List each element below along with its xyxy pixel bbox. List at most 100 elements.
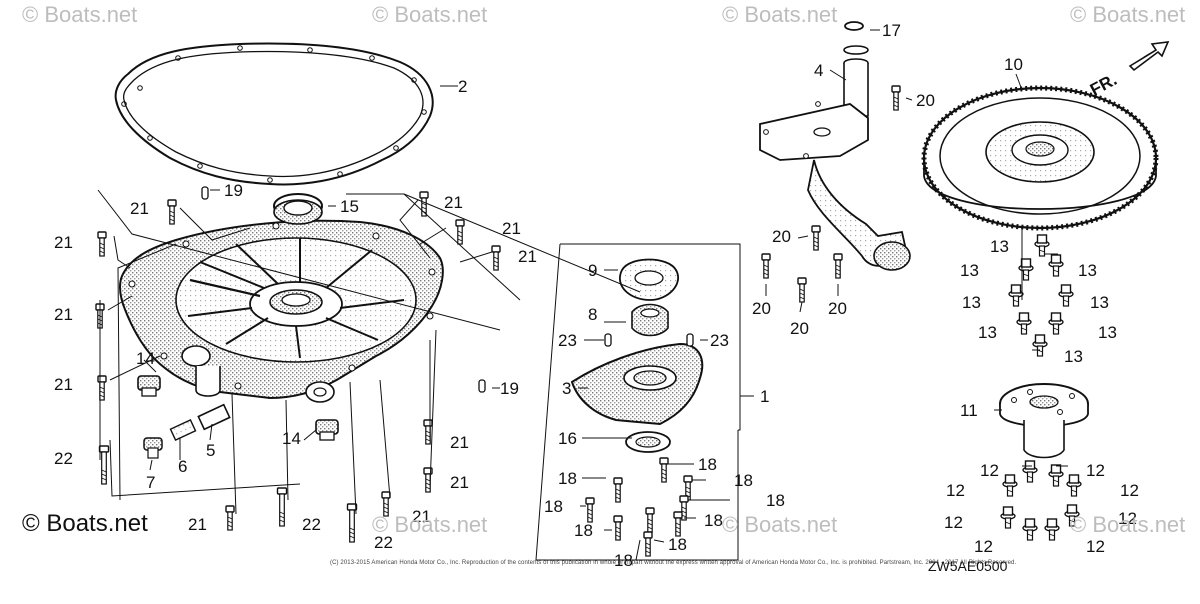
callout-20: 20 [772, 227, 791, 246]
callout-21: 21 [450, 473, 469, 492]
callout-18: 18 [668, 535, 687, 554]
dowel-pin-part [686, 333, 694, 347]
callout-12: 12 [1086, 537, 1105, 556]
flange-bolt-part [225, 505, 235, 531]
callout-18: 18 [614, 551, 633, 570]
drain-plug-part [137, 375, 161, 397]
callout-12: 12 [1086, 461, 1105, 480]
callout-9: 9 [588, 261, 597, 280]
drain-plug-part [315, 419, 339, 441]
callout-15: 15 [340, 197, 359, 216]
flange-bolt-part [613, 477, 623, 503]
flange-bolt-part [491, 245, 501, 271]
flange-bolt-part [455, 219, 465, 245]
plug-bolt-part [143, 437, 163, 459]
relief-valve-part [197, 403, 231, 431]
callout-12: 12 [946, 481, 965, 500]
callout-21: 21 [54, 305, 73, 324]
watermark: © Boats.net [1070, 512, 1186, 537]
callout-13: 13 [1064, 347, 1083, 366]
flange-bolt-part [97, 375, 107, 401]
callout-20: 20 [916, 91, 935, 110]
callout-21: 21 [450, 433, 469, 452]
callout-18: 18 [766, 491, 785, 510]
callout-22: 22 [302, 515, 321, 534]
callout-2: 2 [458, 77, 467, 96]
dowel-pin-part [478, 379, 486, 393]
callout-18: 18 [574, 521, 593, 540]
callout-19: 19 [500, 379, 519, 398]
callout-13: 13 [990, 237, 1009, 256]
watermark: © Boats.net [722, 2, 838, 27]
flange-bolt-part [1034, 234, 1050, 257]
callout-21: 21 [54, 233, 73, 252]
callout-12: 12 [980, 461, 999, 480]
callout-21: 21 [502, 219, 521, 238]
copyright-notice: (C) 2013-2015 American Honda Motor Co., … [330, 560, 1017, 566]
boats-net-logo-text: © Boats.net [22, 510, 148, 537]
callout-16: 16 [558, 429, 577, 448]
long-bolt-part [346, 503, 358, 543]
watermark: © Boats.net [372, 2, 488, 27]
callout-4: 4 [814, 61, 823, 80]
dowel-pin-part [201, 186, 209, 200]
callout-6: 6 [178, 457, 187, 476]
callout-18: 18 [698, 455, 717, 474]
callout-20: 20 [752, 299, 771, 318]
callout-21: 21 [130, 199, 149, 218]
flange-bolt-part [1018, 258, 1034, 281]
flange-bolt-part [659, 457, 669, 483]
flange-bolt-part [643, 531, 653, 557]
callout-22: 22 [374, 533, 393, 552]
flange-bolt-part [1044, 518, 1060, 541]
callout-10: 10 [1004, 55, 1023, 74]
callout-18: 18 [558, 469, 577, 488]
flange-bolt-part [797, 277, 807, 303]
callout-12: 12 [974, 537, 993, 556]
flange-bolt-part [1048, 312, 1064, 335]
callout-23: 23 [710, 331, 729, 350]
flange-bolt-part [167, 199, 177, 225]
callout-3: 3 [562, 379, 571, 398]
flange-bolt-part [1008, 284, 1024, 307]
callout-13: 13 [1090, 293, 1109, 312]
flange-bolt-part [1066, 474, 1082, 497]
diagram-code: ZW5AE0500 [928, 558, 1008, 574]
flange-bolt-part [811, 225, 821, 251]
callout-14: 14 [282, 429, 301, 448]
callout-11: 11 [960, 401, 978, 420]
callout-17: 17 [882, 21, 901, 40]
watermark: © Boats.net [22, 2, 138, 27]
callout-5: 5 [206, 441, 215, 460]
callout-18: 18 [704, 511, 723, 530]
long-bolt-part [276, 487, 288, 527]
flange-bolt-part [673, 511, 683, 537]
flange-bolt-part [585, 497, 595, 523]
callout-12: 12 [1120, 481, 1139, 500]
callout-12: 12 [944, 513, 963, 532]
flange-bolt-part [1000, 506, 1016, 529]
callout-13: 13 [960, 261, 979, 280]
callout-13: 13 [978, 323, 997, 342]
callout-13: 13 [1098, 323, 1117, 342]
flange-bolt-part [1058, 284, 1074, 307]
flange-bolt-part [833, 253, 843, 279]
callout-21: 21 [518, 247, 537, 266]
case-cover-part [118, 219, 444, 403]
leader-lines [97, 29, 1068, 561]
flange-bolt-part [423, 419, 433, 445]
flange-bolt-part [1048, 254, 1064, 277]
callout-21: 21 [444, 193, 463, 212]
callout-21: 21 [412, 507, 431, 526]
watermark: © Boats.net [722, 512, 838, 537]
flange-bolt-part [1022, 518, 1038, 541]
flywheel-hub-part [999, 383, 1089, 459]
callout-14: 14 [136, 349, 155, 368]
flange-bolt-part [1022, 460, 1038, 483]
flange-bolt-part [1032, 334, 1048, 357]
long-bolt-part [98, 445, 110, 485]
oil-pump-part [570, 258, 704, 453]
callout-12: 12 [1118, 509, 1137, 528]
flange-bolt-part [613, 515, 623, 541]
